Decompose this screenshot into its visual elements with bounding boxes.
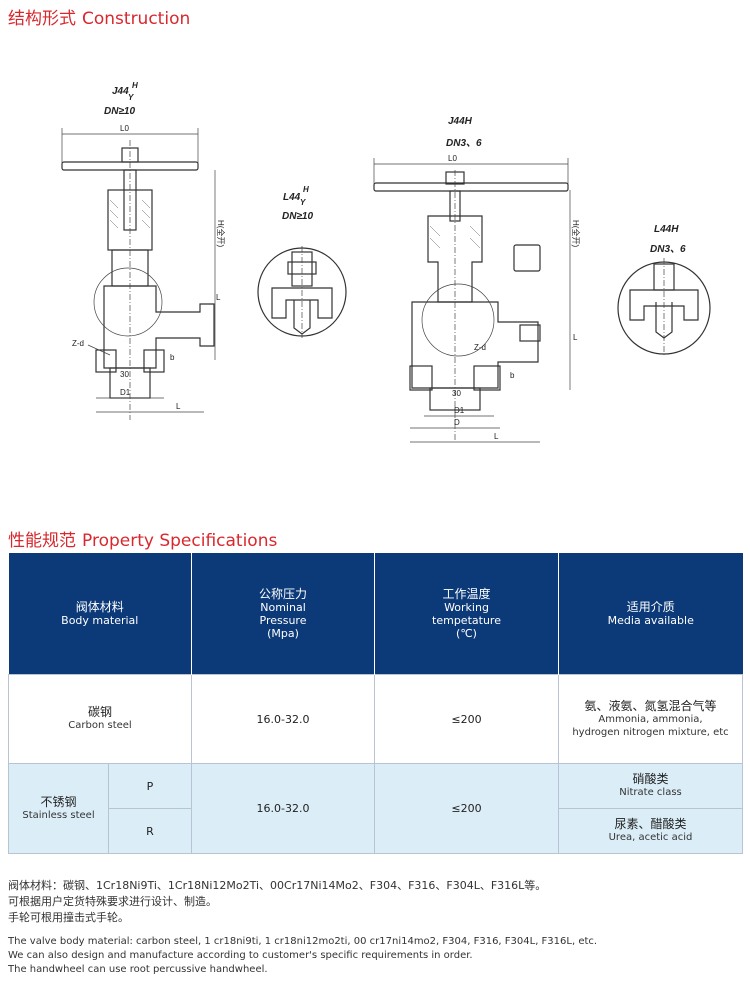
j44hy-sup-label: H: [132, 81, 138, 90]
carbon-temp-cell: ≤200: [374, 674, 559, 764]
note-cn-3: 手轮可根用撞击式手轮。: [8, 911, 129, 924]
l44hy-model-label: L44: [283, 192, 301, 203]
note-cn-2: 可根据用户定货特殊要求进行设计、制造。: [8, 895, 217, 908]
l44hy-sub-label: Y: [300, 198, 306, 207]
header-working-temperature: 工作温度 Working tempetature (℃): [374, 553, 559, 675]
l44hy-drawing: L44 H Y DN≥10: [257, 185, 347, 338]
header-media-available: 适用介质 Media available: [558, 553, 743, 675]
table-row-stainless-p: 不锈钢 Stainless steel P 16.0-32.0 ≤200 硝酸类…: [8, 763, 743, 854]
header-body-material: 阀体材料 Body material: [8, 553, 192, 675]
j44h-zd-label: Z-d: [474, 343, 486, 352]
l44hy-sup-label: H: [303, 185, 309, 194]
note-en-1: The valve body material: carbon steel, 1…: [8, 936, 598, 947]
table-row-stainless-r: R 尿素、醋酸类 Urea, acetic acid: [9, 808, 743, 854]
j44h-l-label: L: [494, 432, 499, 441]
j44h-h-label: H(全开): [571, 220, 581, 247]
construction-title-cn: 结构形式: [8, 9, 76, 29]
j44h-model-label: J44H: [448, 116, 473, 127]
construction-title-en: Construction: [82, 9, 191, 29]
j44h-l0-label: L0: [448, 154, 457, 163]
j44hy-sub-label: Y: [128, 93, 134, 102]
j44h-b-label: b: [510, 371, 515, 380]
stainless-pressure-cell: 16.0-32.0: [191, 763, 375, 854]
property-title-cn: 性能规范: [8, 531, 76, 551]
l44h-model-label: L44H: [654, 224, 679, 235]
j44h-dn-label: DN3、6: [446, 138, 482, 149]
notes-en: The valve body material: carbon steel, 1…: [8, 935, 748, 977]
j44hy-30-label: 30: [120, 370, 129, 379]
construction-title: 结构形式 Construction: [8, 4, 190, 29]
j44hy-zd-label: Z-d: [72, 339, 84, 348]
j44h-l-vertical-label: L: [573, 333, 578, 342]
spec-header-row: 阀体材料 Body material 公称压力 Nominal Pressure…: [8, 553, 743, 675]
note-cn-1: 阀体材料：碳钢、1Cr18Ni9Ti、1Cr18Ni12Mo2Ti、00Cr17…: [8, 879, 547, 892]
note-en-3: The handwheel can use root percussive ha…: [8, 964, 268, 975]
j44h-d1-label: D1: [454, 406, 465, 415]
stainless-grade-r-cell: R: [108, 808, 192, 854]
j44h-drawing: J44H DN3、6 L0 H(全开) L Z-d 30 b D1 D L: [373, 116, 581, 443]
l44hy-dn-label: DN≥10: [282, 211, 313, 222]
j44hy-h-label: H(全开): [216, 220, 226, 247]
j44hy-dn-label: DN≥10: [104, 106, 135, 117]
note-en-2: We can also design and manufacture accor…: [8, 950, 473, 961]
j44h-d-label: D: [454, 418, 460, 427]
stainless-media-p-cell: 硝酸类 Nitrate class: [558, 763, 743, 809]
carbon-material-cell: 碳钢 Carbon steel: [8, 674, 192, 764]
j44hy-l-label: L: [176, 402, 181, 411]
notes-cn: 阀体材料：碳钢、1Cr18Ni9Ti、1Cr18Ni12Mo2Ti、00Cr17…: [8, 878, 748, 926]
j44hy-b-label: b: [170, 353, 175, 362]
spec-table: 阀体材料 Body material 公称压力 Nominal Pressure…: [8, 553, 743, 854]
carbon-media-cell: 氨、液氨、氮氢混合气等 Ammonia, ammonia, hydrogen n…: [558, 674, 743, 764]
header-nominal-pressure: 公称压力 Nominal Pressure (Mpa): [191, 553, 375, 675]
l44h-dn-label: DN3、6: [650, 244, 686, 255]
l44h-drawing: L44H DN3、6: [617, 224, 711, 356]
j44hy-model-label: J44: [112, 86, 129, 97]
stainless-grade-p-cell: P: [108, 763, 192, 809]
j44hy-l-vertical-label: L: [216, 293, 221, 302]
j44hy-d1-label: D1: [120, 388, 131, 397]
j44h-30-label: 30: [452, 389, 461, 398]
stainless-media-r-cell: 尿素、醋酸类 Urea, acetic acid: [558, 808, 743, 854]
property-title: 性能规范 Property Specifications: [8, 526, 277, 551]
property-title-en: Property Specifications: [82, 531, 278, 551]
carbon-pressure-cell: 16.0-32.0: [191, 674, 375, 764]
j44hy-drawing: J44 H Y DN≥10 L0 H(全开) L Z-d 30 b D1: [61, 81, 226, 420]
construction-drawings: J44 H Y DN≥10 L0 H(全开) L Z-d 30 b D1: [61, 81, 711, 443]
table-row-carbon-steel: 碳钢 Carbon steel 16.0-32.0 ≤200 氨、液氨、氮氢混合…: [8, 674, 743, 764]
j44hy-l0-label: L0: [120, 124, 129, 133]
stainless-material-cell: 不锈钢 Stainless steel: [8, 763, 109, 854]
stainless-temp-cell: ≤200: [374, 763, 559, 854]
